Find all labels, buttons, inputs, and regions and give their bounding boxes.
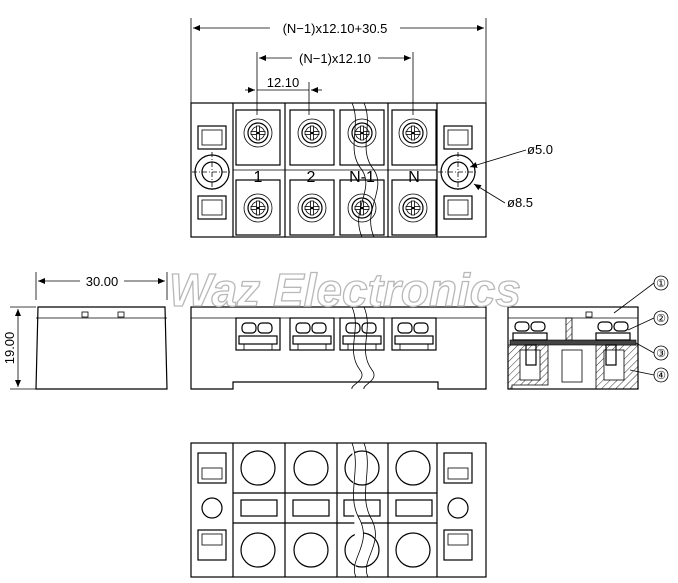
bottom-view — [190, 442, 487, 578]
hole-large-label: ø8.5 — [507, 195, 533, 210]
screw-icon — [347, 193, 377, 223]
top-view: (N−1)x12.10+30.5 (N−1)x12.10 12.10 — [190, 18, 553, 238]
screw-icon — [398, 193, 428, 223]
front-screws — [235, 317, 437, 351]
screw-icon — [297, 193, 327, 223]
top-view-body — [190, 102, 487, 238]
break-line — [351, 442, 376, 578]
front-view — [190, 306, 487, 390]
bottom-right-end — [443, 452, 473, 561]
screw-icon — [243, 118, 273, 148]
break-line — [351, 102, 379, 238]
overall-width-label: (N−1)x12.10+30.5 — [283, 21, 388, 36]
height-label: 19.00 — [2, 332, 17, 365]
pitch-span-label: (N−1)x12.10 — [299, 51, 371, 66]
terminal-cells — [235, 103, 437, 237]
dimension-overall-width: (N−1)x12.10+30.5 — [190, 18, 487, 103]
part-callouts: ① ② ③ ④ — [613, 275, 669, 383]
pitch-label: 12.10 — [267, 75, 300, 90]
screw-icon — [243, 193, 273, 223]
depth-label: 30.00 — [86, 274, 119, 289]
watermark: Waz Electronics — [169, 264, 521, 316]
section-view — [507, 306, 639, 390]
right-mounting-end — [438, 125, 478, 220]
terminal-label-n-1: N-1 — [349, 169, 375, 186]
screw-icon — [398, 118, 428, 148]
callout-2: ② — [656, 313, 666, 325]
screw-icon — [347, 118, 377, 148]
dimension-pitch-span: (N−1)x12.10 — [256, 50, 414, 115]
terminal-label-2: 2 — [307, 169, 316, 186]
callout-3: ③ — [656, 348, 666, 360]
callout-1: ① — [656, 278, 666, 290]
hole-callouts: ø5.0 ø8.5 — [469, 142, 553, 210]
side-view: 30.00 19.00 — [2, 272, 168, 390]
dimension-pitch: 12.10 — [245, 75, 322, 115]
bottom-left-end — [197, 452, 227, 561]
left-mounting-end — [192, 125, 232, 220]
hole-small-label: ø5.0 — [527, 142, 553, 157]
callout-4: ④ — [656, 370, 666, 382]
terminal-label-1: 1 — [254, 169, 263, 186]
terminal-label-n: N — [408, 169, 420, 186]
screw-icon — [297, 118, 327, 148]
